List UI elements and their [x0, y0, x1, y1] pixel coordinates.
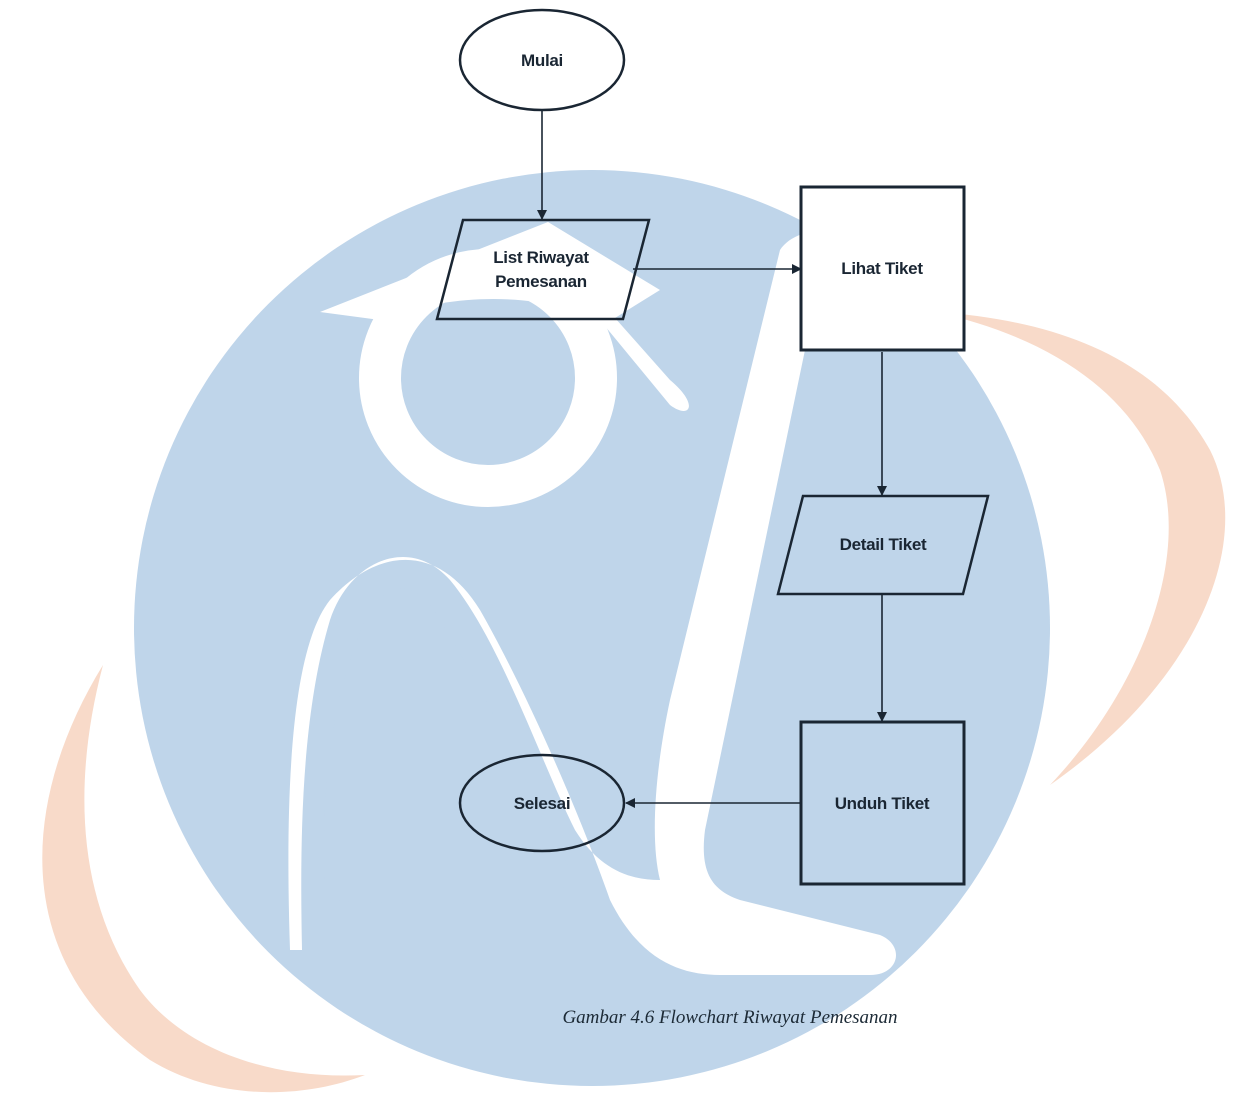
watermark-cap: [320, 222, 689, 411]
watermark-logo: [42, 170, 1226, 1093]
data-shape: [776, 494, 990, 596]
watermark-body: [288, 230, 897, 975]
node-unduh-label: Unduh Tiket: [835, 794, 930, 813]
watermark-head: [359, 249, 617, 507]
data-shape: [435, 218, 651, 321]
flowchart-edges: [537, 110, 887, 808]
process-shape: [799, 185, 966, 352]
node-selesai: Selesai: [458, 753, 626, 853]
figure-caption: Gambar 4.6 Flowchart Riwayat Pemesanan: [562, 1007, 898, 1028]
terminator-shape: [458, 753, 626, 853]
node-selesai-label: Selesai: [514, 794, 571, 813]
watermark-body-inner: [323, 588, 575, 904]
node-list-riwayat: List Riwayat Pemesanan: [435, 218, 651, 321]
node-detail-tiket: Detail Tiket: [776, 494, 990, 596]
node-unduh-tiket: Unduh Tiket: [799, 720, 966, 886]
node-lihat-tiket: Lihat Tiket: [799, 185, 966, 352]
terminator-shape: [458, 8, 626, 112]
node-mulai-label: Mulai: [521, 51, 563, 70]
node-detail-label: Detail Tiket: [840, 535, 927, 554]
node-list-label-line1: List Riwayat: [493, 248, 589, 267]
watermark-swoosh-left: [42, 665, 365, 1093]
watermark-swoosh-right: [935, 312, 1226, 785]
node-list-label-line2: Pemesanan: [495, 272, 587, 291]
node-lihat-label: Lihat Tiket: [841, 259, 923, 278]
process-shape: [799, 720, 966, 886]
node-mulai: Mulai: [458, 8, 626, 112]
